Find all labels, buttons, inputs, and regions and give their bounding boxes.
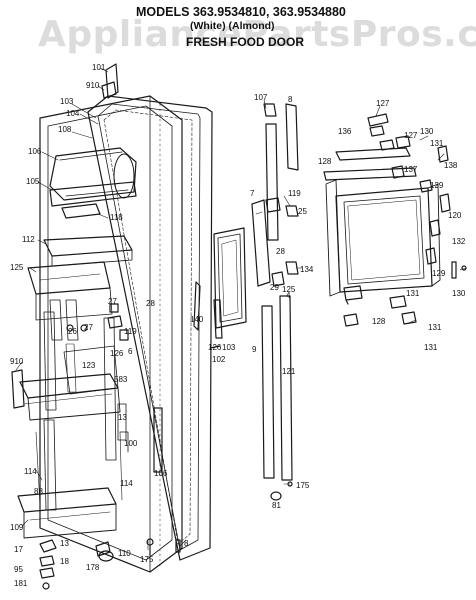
shelf-clips xyxy=(66,303,129,341)
latch-hardware xyxy=(343,285,417,327)
bar-102 xyxy=(213,299,223,339)
trim-block xyxy=(153,407,163,473)
door-liner xyxy=(39,95,183,573)
butter-bar xyxy=(61,203,101,219)
bracket-line xyxy=(209,345,221,349)
bin-side-bracket xyxy=(11,369,25,409)
section-title: FRESH FOOD DOOR xyxy=(186,35,305,49)
hinge-brackets xyxy=(367,113,411,151)
watermark: AppliancePartsPros.com xyxy=(38,14,476,55)
rail-lines xyxy=(35,431,123,507)
left-shelf-rails xyxy=(43,311,77,511)
handle-parts xyxy=(251,103,299,501)
center-bin-back xyxy=(63,345,119,395)
top-bar-136 xyxy=(335,147,411,161)
color-variant-label: (White) (Almond) xyxy=(190,20,275,32)
bottom-door-bin xyxy=(17,487,117,539)
leader-lines xyxy=(15,67,467,551)
top-cap xyxy=(105,63,119,99)
door-handle-panel xyxy=(213,227,247,329)
clip-910 xyxy=(101,81,117,99)
dairy-shelf-front xyxy=(49,181,137,207)
center-rails xyxy=(103,317,129,461)
dispenser-frame xyxy=(325,179,441,297)
models-title: MODELS 363.9534810, 363.9534880 xyxy=(136,5,346,19)
lever-140 xyxy=(193,281,201,331)
door-bin-middle xyxy=(19,373,121,421)
right-small-parts xyxy=(391,145,467,279)
bar-137 xyxy=(323,167,417,181)
bottom-hardware xyxy=(39,538,181,590)
dairy-compartment-door xyxy=(49,147,137,201)
